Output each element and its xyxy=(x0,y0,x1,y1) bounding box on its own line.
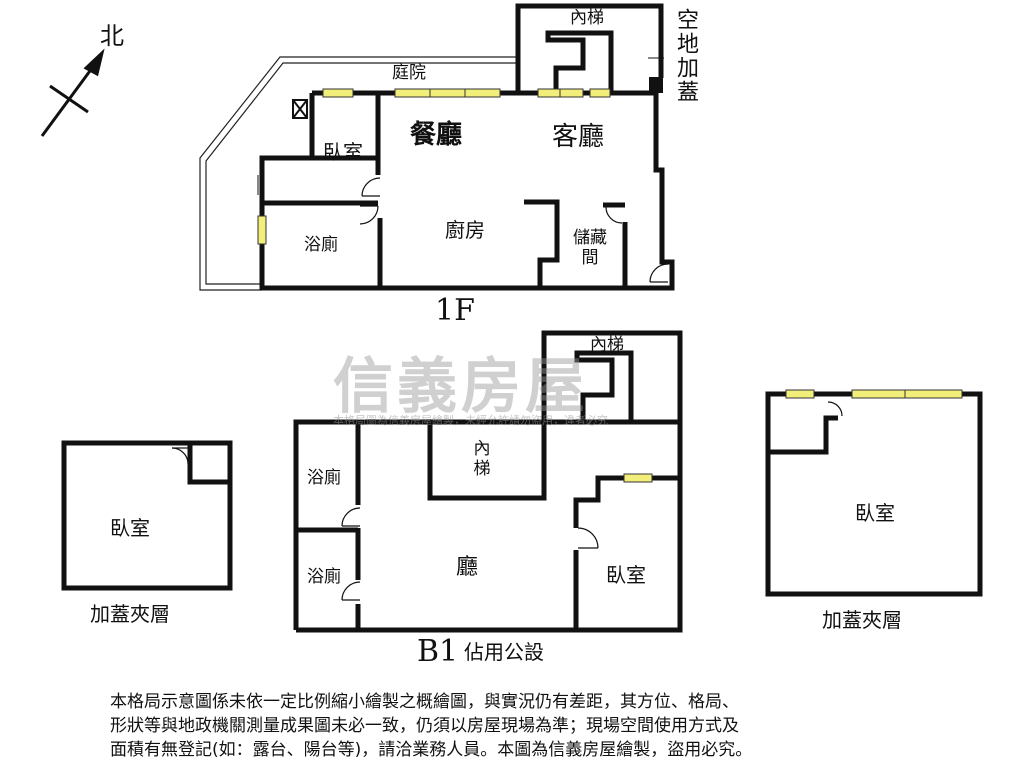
floor-b1-bath1-label: 浴廁 xyxy=(307,468,341,488)
mezz-left-bedroom-label: 臥室 xyxy=(110,516,150,540)
floor-1f-windows xyxy=(257,88,611,245)
floor-b1-bedroom-label: 臥室 xyxy=(606,563,646,587)
floor-1f-bedroom-label: 臥室 xyxy=(323,140,363,164)
north-label: 北 xyxy=(100,22,124,50)
courtyard-outline xyxy=(199,56,518,291)
floor-b1-plan xyxy=(293,330,683,633)
mezz-left-plan xyxy=(61,440,233,591)
mezz-right-plan xyxy=(765,389,983,597)
watermark-brand: 信義房屋 xyxy=(333,352,589,422)
north-arrow-icon xyxy=(40,48,105,137)
disclaimer-text: 本格局示意圖係未依一定比例縮小繪製之概繪圖，與實況仍有差距，其方位、格局、 形狀… xyxy=(110,690,910,762)
floor-1f-fixtures xyxy=(257,57,664,195)
floor-1f-doors xyxy=(359,177,669,283)
floor-1f-stair-walls xyxy=(515,3,664,93)
floor-b1-walls xyxy=(293,330,683,633)
annex-label: 空地加蓋 xyxy=(673,8,698,104)
floor-1f-bath-label: 浴廁 xyxy=(304,235,338,255)
dining-room-label: 餐廳 xyxy=(410,120,463,150)
living-room-label: 客廳 xyxy=(552,122,605,152)
floor-b1-bath2-label: 浴廁 xyxy=(307,567,341,587)
floor-b1-windows xyxy=(623,473,653,483)
watermark-subtext: 本格局圖為信義房屋繪製，未經允許請勿盜用，違者必究 xyxy=(333,414,608,427)
floor-b1-doors xyxy=(341,507,599,601)
floor-b1-stairs-label: 內梯 xyxy=(473,439,491,479)
kitchen-label: 廚房 xyxy=(445,218,485,242)
storage-label: 儲藏間 xyxy=(573,228,607,268)
disclaimer-line-2: 形狀等與地政機關測量成果圖未必一致，仍須以房屋現場為準；現場空間使用方式及 xyxy=(110,716,739,736)
floor-b1-suffix: 佔用公設 xyxy=(464,640,544,664)
mezz-right-bedroom-label: 臥室 xyxy=(855,501,895,525)
floor-b1-stairs-top-label: 內梯 xyxy=(590,335,624,355)
floor-1f-walls xyxy=(259,90,675,291)
floor-1f-title: 1F xyxy=(435,293,475,328)
hall-label: 廳 xyxy=(456,555,479,580)
disclaimer-line-1: 本格局示意圖係未依一定比例縮小繪製之概繪圖，與實況仍有差距，其方位、格局、 xyxy=(110,692,739,712)
disclaimer-line-3: 面積有無登記(如：露台、陽台等)，請洽業務人員。本圖為信義房屋繪製，盜用必究。 xyxy=(110,740,753,760)
courtyard-label: 庭院 xyxy=(392,63,426,83)
floor-1f-stairs-label: 內梯 xyxy=(570,8,604,28)
floor-1f-plan xyxy=(199,3,675,291)
mezz-left-caption: 加蓋夾層 xyxy=(90,602,170,626)
floor-b1-title: B1 xyxy=(417,634,459,669)
mezz-right-caption: 加蓋夾層 xyxy=(822,608,902,632)
